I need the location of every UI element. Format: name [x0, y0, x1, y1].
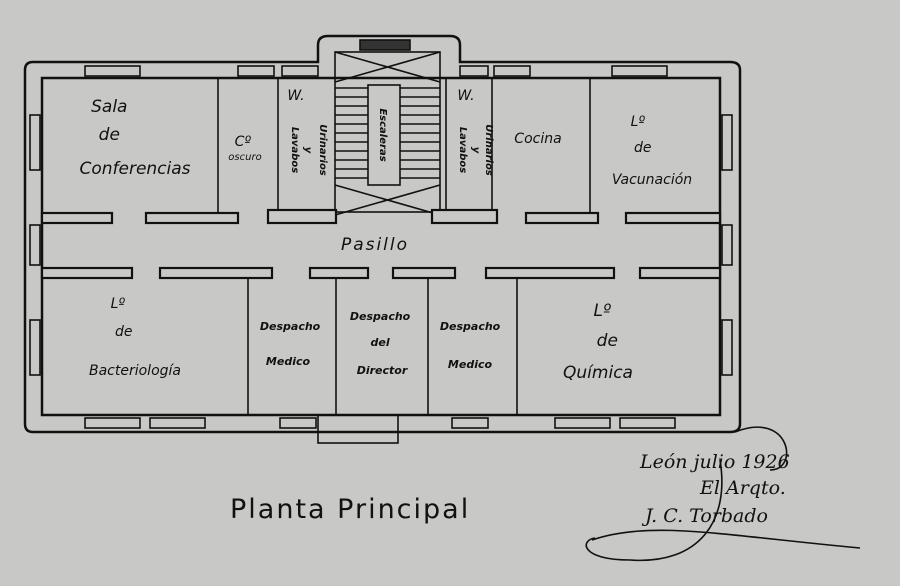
plan-title: Planta Principal: [230, 494, 470, 525]
room-quimica-label: Lº de Química: [563, 301, 633, 383]
room-wc-right-label: W.: [457, 88, 474, 104]
stairs-label: Escaleras: [377, 108, 388, 161]
wc-left-fixtures-label: Lavabos: [289, 127, 300, 173]
stair-treads: [335, 87, 440, 179]
room-vacunacion-label: Lº de Vacunación: [612, 114, 692, 188]
signature-name: J. C. Torbado: [641, 505, 768, 527]
signature-title: El Arqto.: [699, 477, 786, 499]
outer-wall: [23, 34, 742, 434]
room-cocina-label: Cocina: [514, 131, 561, 147]
corridor-label: Pasillo: [341, 235, 409, 255]
room-despacho-medico-2-label: Despacho Medico: [440, 320, 504, 371]
signature-place-date: León julio 1926: [639, 451, 790, 473]
room-director-label: Despacho del Director: [350, 310, 414, 377]
wc-right-fixtures-conj: y: [470, 147, 481, 154]
windows: [29, 39, 733, 444]
room-bacteriologia-label: Lº de Bacteriología: [89, 296, 181, 379]
wc-left-fixtures-conj: y: [302, 147, 313, 154]
room-sala-label: Sala de Conferencias: [79, 97, 190, 179]
wc-right-fixtures-label: Lavabos: [457, 127, 468, 173]
partitions: [40, 51, 722, 415]
room-wc-left-label: W.: [287, 88, 304, 104]
room-despacho-medico-1-label: Despacho Medico: [260, 320, 324, 368]
wc-right-fixtures-label-2: Urinarios: [483, 124, 494, 176]
architect-signature: León julio 1926 El Arqto. J. C. Torbado: [585, 426, 861, 562]
room-cuarto-oscuro-label: Cº oscuro: [228, 134, 261, 163]
wc-left-fixtures-label-2: Urinarios: [317, 124, 328, 176]
